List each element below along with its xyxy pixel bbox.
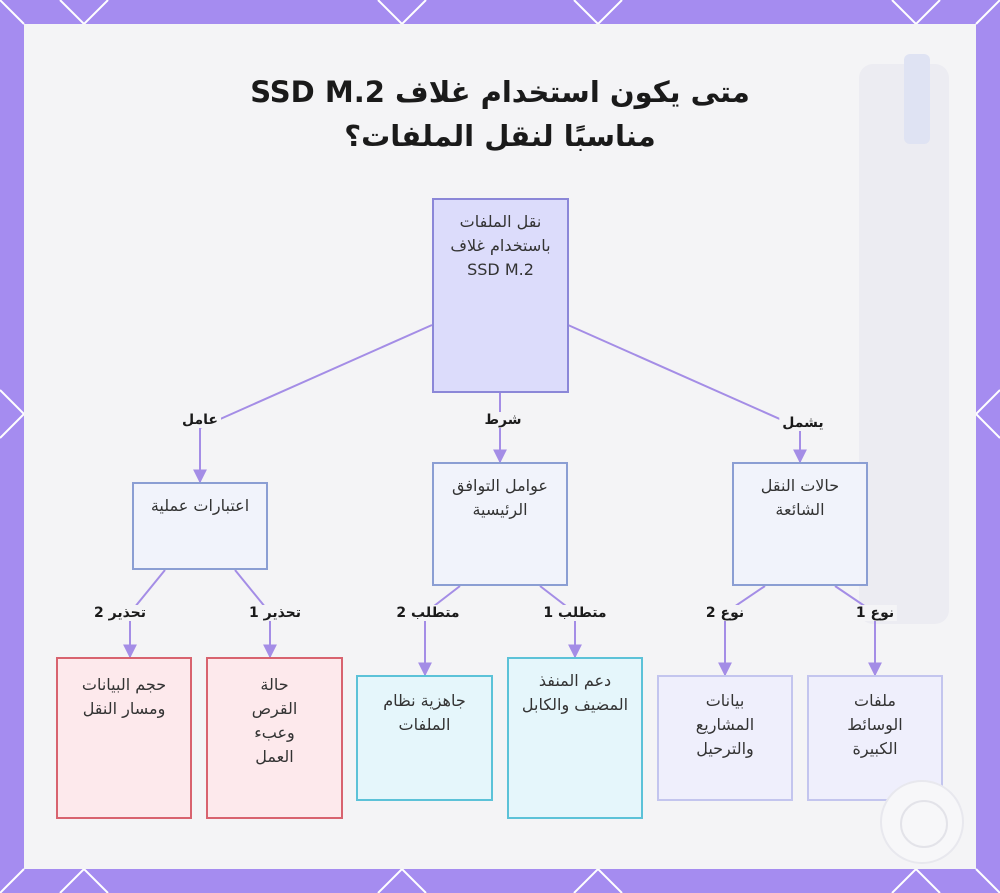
- root-node-label: نقل الملفات باستخدام غلاف SSD M.2: [450, 212, 551, 279]
- edge-label-warning-1: تحذير 1: [245, 605, 305, 621]
- node-project-data-migration: بيانات المشاريع والترحيل: [657, 675, 793, 801]
- edge-cases-type2: [718, 585, 766, 677]
- edge-label-warning-2: تحذير 2: [90, 605, 150, 621]
- node-disk-state-workload: حالة القرص وعبء العمل: [206, 657, 343, 819]
- node-practical-considerations-label: اعتبارات عملية: [150, 496, 250, 515]
- node-large-media-files-label: ملفات الوسائط الكبيرة: [847, 691, 903, 758]
- title-line-2: مناسبًا لنقل الملفات؟: [344, 119, 656, 153]
- node-project-data-migration-label: بيانات المشاريع والترحيل: [695, 691, 755, 758]
- node-compatibility-factors-label: عوامل التوافق الرئيسية: [452, 476, 548, 519]
- node-filesystem-readiness: جاهزية نظام الملفات: [356, 675, 493, 801]
- node-filesystem-readiness-label: جاهزية نظام الملفات: [383, 691, 466, 734]
- node-data-size-path: حجم البيانات ومسار النقل: [56, 657, 192, 819]
- root-node: نقل الملفات باستخدام غلاف SSD M.2: [432, 198, 569, 393]
- edge-root-cases: [567, 324, 807, 464]
- edge-label-type-1: نوع 1: [852, 605, 898, 621]
- node-host-port-cable-label: دعم المنفذ المضيف والكابل: [521, 671, 629, 714]
- node-host-port-cable: دعم المنفذ المضيف والكابل: [507, 657, 643, 819]
- title-line-1: متى يكون استخدام غلاف SSD M.2: [250, 75, 750, 109]
- background-ghost-accent: [904, 54, 930, 144]
- edge-cases-type1: [834, 585, 882, 677]
- edge-label-requirement-1: متطلب 1: [540, 605, 610, 621]
- diagram-title: متى يكون استخدام غلاف SSD M.2 مناسبًا لن…: [180, 70, 820, 158]
- edge-compat-req1: [539, 585, 582, 659]
- edge-label-requirement-2: متطلب 2: [393, 605, 463, 621]
- node-common-cases-label: حالات النقل الشائعة: [760, 476, 840, 519]
- node-practical-considerations: اعتبارات عملية: [132, 482, 268, 570]
- watermark-logo: [880, 780, 964, 864]
- node-disk-state-workload-label: حالة القرص وعبء العمل: [251, 675, 298, 766]
- edge-label-condition: شرط: [481, 412, 525, 428]
- edge-label-type-2: نوع 2: [702, 605, 748, 621]
- edge-compat-req2: [418, 585, 461, 677]
- node-data-size-path-label: حجم البيانات ومسار النقل: [81, 675, 167, 718]
- edge-label-includes: يشمل: [779, 415, 827, 431]
- edge-label-factor: عامل: [179, 412, 221, 428]
- node-compatibility-factors: عوامل التوافق الرئيسية: [432, 462, 568, 586]
- edge-root-practical: [193, 324, 433, 484]
- watermark-logo-inner: [900, 800, 948, 848]
- node-common-cases: حالات النقل الشائعة: [732, 462, 868, 586]
- background-ghost-panel: [859, 64, 949, 624]
